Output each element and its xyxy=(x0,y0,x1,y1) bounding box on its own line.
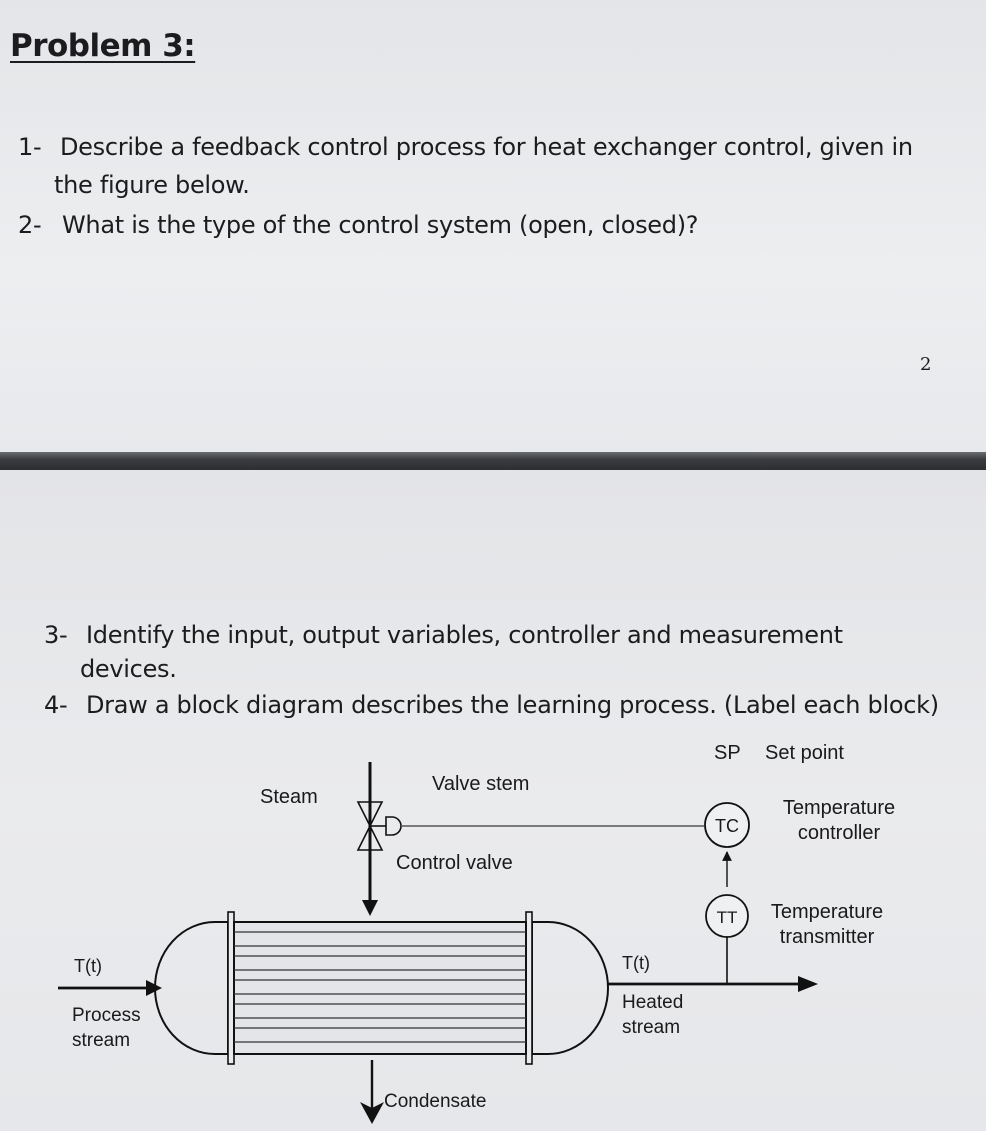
steam-label: Steam xyxy=(260,786,318,808)
question-3-line-2: devices. xyxy=(80,655,177,683)
control-valve-icon xyxy=(356,801,402,851)
question-1-line-2: the figure below. xyxy=(54,171,250,199)
question-2: 2- What is the type of the control syste… xyxy=(18,206,958,244)
tt-description-line-2: transmitter xyxy=(780,926,875,948)
question-4: 4- Draw a block diagram describes the le… xyxy=(44,686,964,724)
question-4-number: 4- xyxy=(44,691,68,719)
question-3-line-1: Identify the input, output variables, co… xyxy=(86,621,843,649)
control-valve-label: Control valve xyxy=(396,852,513,874)
heated-outlet-arrow-icon xyxy=(798,976,818,992)
tc-description-line-2: controller xyxy=(798,822,881,844)
question-1-line-1: Describe a feedback control process for … xyxy=(60,133,913,161)
tc-description-line-1: Temperature xyxy=(783,797,895,819)
condensate-arrow-icon xyxy=(360,1102,384,1124)
temperature-controller-icon xyxy=(704,802,750,848)
page-number: 2 xyxy=(920,354,932,375)
question-4-line-1: Draw a block diagram describes the learn… xyxy=(86,691,939,719)
process-inlet-arrow-icon xyxy=(146,980,162,996)
valve-stem-label: Valve stem xyxy=(432,773,529,795)
process-stream-line-1: Process xyxy=(72,1005,141,1026)
process-stream-line-2: stream xyxy=(72,1030,130,1051)
heat-exchanger-diagram: TC TT xyxy=(58,742,895,1124)
condensate-label: Condensate xyxy=(384,1091,486,1112)
outlet-temperature-label: T(t) xyxy=(622,953,650,973)
heat-exchanger-icon xyxy=(154,911,609,1065)
heated-stream-line-2: stream xyxy=(622,1017,680,1038)
setpoint-label: Set point xyxy=(765,742,844,764)
page-divider-bar xyxy=(0,452,986,470)
steam-arrow-icon xyxy=(362,900,378,916)
question-3: 3- Identify the input, output variables,… xyxy=(44,616,964,688)
problem-title: Problem 3: xyxy=(10,28,196,64)
tt-label: TT xyxy=(717,908,738,927)
inlet-temperature-label: T(t) xyxy=(74,956,102,976)
sp-label: SP xyxy=(714,742,741,764)
question-2-line-1: What is the type of the control system (… xyxy=(62,211,699,239)
heated-stream-line-1: Heated xyxy=(622,992,683,1013)
page-top-region xyxy=(0,0,986,452)
question-1: 1- Describe a feedback control process f… xyxy=(18,128,958,204)
question-3-number: 3- xyxy=(44,621,68,649)
tc-label: TC xyxy=(715,816,739,836)
question-2-number: 2- xyxy=(18,211,42,239)
question-1-number: 1- xyxy=(18,133,42,161)
tt-description-line-1: Temperature xyxy=(771,901,883,923)
